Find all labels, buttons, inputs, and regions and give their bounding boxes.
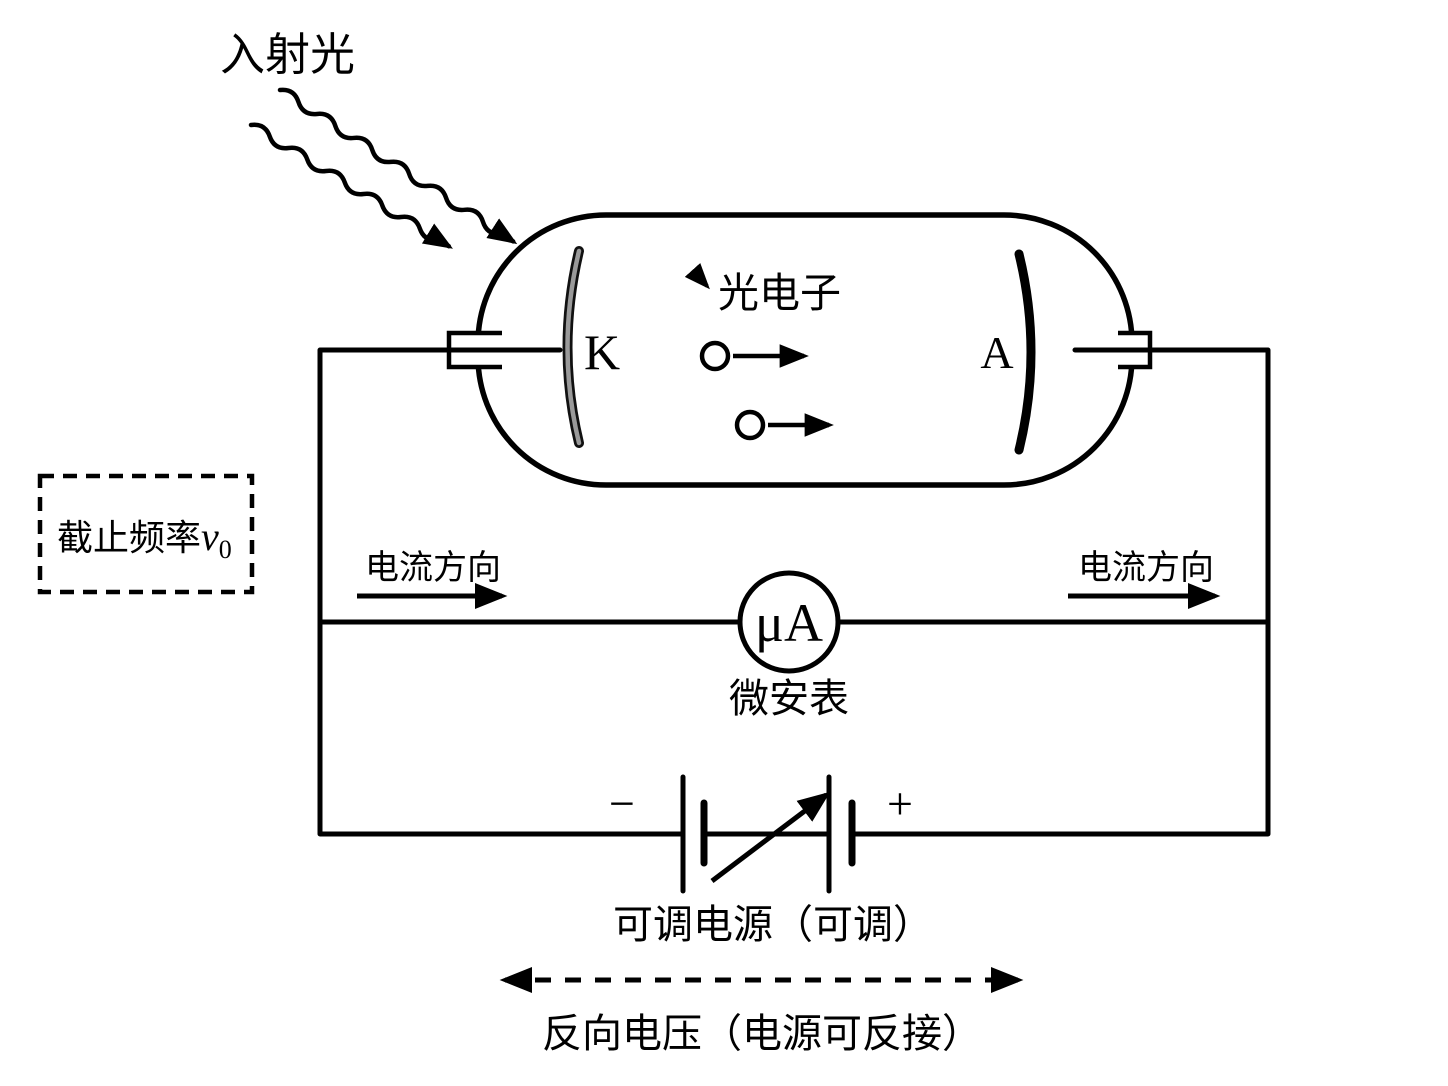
- current-direction-right-label: 电流方向: [1078, 549, 1214, 587]
- electron-2: [734, 409, 766, 441]
- electron-1: [699, 340, 731, 372]
- anode-label: A: [980, 327, 1013, 378]
- cathode-plate-core: [565, 248, 582, 446]
- microammeter-label: 微安表: [729, 676, 849, 721]
- cutoff-frequency-label: 截止频率v0: [57, 514, 232, 564]
- light-ray-2: [248, 122, 453, 249]
- photoelectron-label: 光电子: [718, 270, 841, 316]
- anode-plate: [1014, 249, 1036, 455]
- cathode-label: K: [584, 324, 620, 380]
- microammeter-circle: [737, 570, 841, 674]
- reverse-voltage-label: 反向电压（电源可反接）: [542, 1011, 982, 1056]
- cutoff-frequency-box: [37, 473, 255, 595]
- photoelectron-pointer-arrow: [684, 262, 710, 290]
- light-ray-1: [277, 87, 518, 245]
- wire-left-branch: [317, 347, 685, 837]
- battery-label: 可调电源（可调）: [613, 902, 933, 947]
- battery-plus-sign: +: [887, 778, 913, 829]
- wire-right-branch: [849, 347, 1271, 837]
- battery-adjustable-arrow: [710, 791, 831, 883]
- cutoff-frequency-subscript: 0: [219, 535, 232, 564]
- cutoff-frequency-text: 截止频率: [57, 518, 201, 558]
- microammeter-symbol: μA: [755, 593, 823, 653]
- cutoff-frequency-symbol: v: [201, 514, 219, 559]
- incident-light-label: 入射光: [220, 30, 355, 80]
- current-direction-left-label: 电流方向: [365, 549, 501, 587]
- light-wave-1: [277, 87, 518, 245]
- light-wave-2: [248, 122, 453, 249]
- battery-minus-sign: −: [609, 778, 635, 829]
